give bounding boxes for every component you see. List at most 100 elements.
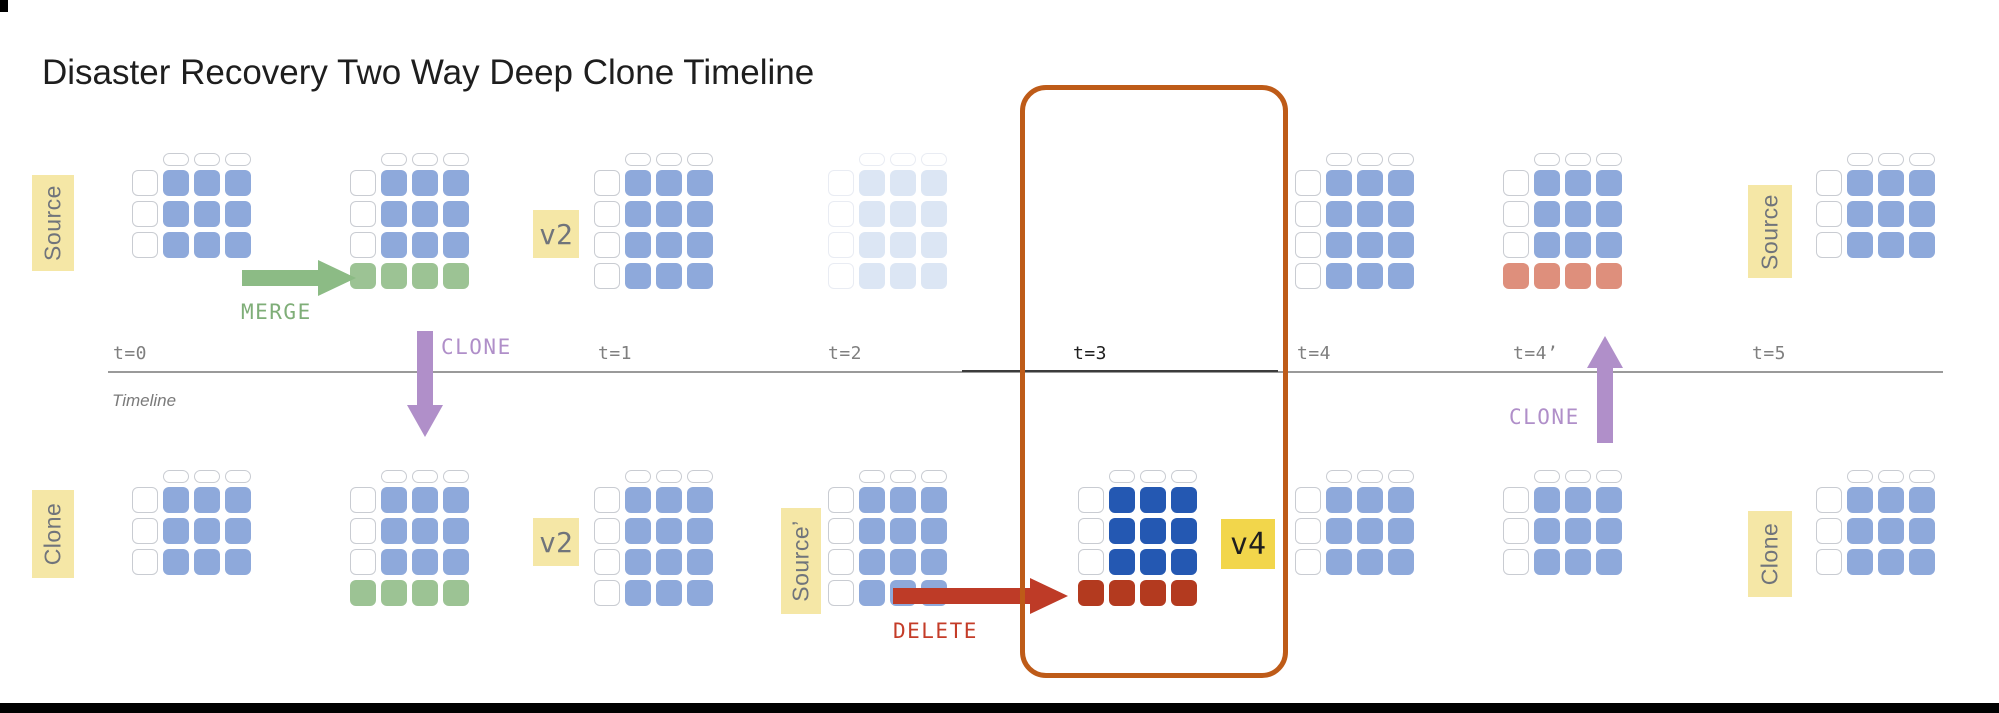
row-key-cell <box>350 201 376 227</box>
data-cell <box>1388 487 1414 513</box>
data-cell <box>381 232 407 258</box>
column-header-cell <box>443 153 469 166</box>
column-header-cell <box>412 470 438 483</box>
data-cell <box>859 232 885 258</box>
row-key-cell <box>828 580 854 606</box>
data-cell <box>687 549 713 575</box>
data-cell <box>1140 518 1166 544</box>
column-header-cell <box>194 470 220 483</box>
data-cell <box>163 549 189 575</box>
data-cell <box>1388 263 1414 289</box>
data-cell <box>656 549 682 575</box>
data-cell <box>381 518 407 544</box>
column-header-cell <box>163 153 189 166</box>
data-cell <box>1171 518 1197 544</box>
row-key-cell <box>132 518 158 544</box>
data-cell <box>1596 232 1622 258</box>
data-cell <box>890 201 916 227</box>
data-cell <box>1109 549 1135 575</box>
clone-table-t5 <box>1816 470 1935 580</box>
row-key-cell <box>1295 518 1321 544</box>
data-cell <box>1326 549 1352 575</box>
data-cell <box>1388 232 1414 258</box>
data-cell <box>1909 549 1935 575</box>
green-row-cell <box>381 263 407 289</box>
data-cell <box>859 201 885 227</box>
row-key-cell <box>594 487 620 513</box>
data-cell <box>412 549 438 575</box>
data-cell <box>1388 518 1414 544</box>
red-row-cell <box>1078 580 1104 606</box>
data-cell <box>1909 232 1935 258</box>
salmon-row-cell <box>1596 263 1622 289</box>
lane-label-source-prime: Source’ <box>781 508 821 614</box>
data-cell <box>625 549 651 575</box>
data-cell <box>225 232 251 258</box>
row-key-cell <box>1295 549 1321 575</box>
row-key-cell <box>1503 518 1529 544</box>
data-cell <box>1596 201 1622 227</box>
data-cell <box>1878 487 1904 513</box>
t3-highlight-box <box>1020 85 1288 678</box>
data-cell <box>687 518 713 544</box>
data-cell <box>1534 170 1560 196</box>
merge-arrow-shaft <box>242 270 318 286</box>
row-key-cell <box>594 201 620 227</box>
data-cell <box>443 518 469 544</box>
clone-table-t2-promoted <box>828 470 947 611</box>
row-key-cell <box>594 580 620 606</box>
column-header-cell <box>225 153 251 166</box>
data-cell <box>194 487 220 513</box>
row-key-cell <box>1503 170 1529 196</box>
data-cell <box>1534 549 1560 575</box>
lane-label-clone-right: Clone <box>1748 511 1792 597</box>
red-row-cell <box>1109 580 1135 606</box>
data-cell <box>625 201 651 227</box>
row-key-cell <box>132 201 158 227</box>
column-header-cell <box>890 153 916 166</box>
data-cell <box>1596 170 1622 196</box>
delete-arrow-shaft <box>893 588 1030 604</box>
data-cell <box>921 170 947 196</box>
slide-title: Disaster Recovery Two Way Deep Clone Tim… <box>42 53 815 93</box>
column-header-cell <box>1140 470 1166 483</box>
column-header-cell <box>1534 470 1560 483</box>
column-header-cell <box>1878 470 1904 483</box>
data-cell <box>1388 170 1414 196</box>
data-cell <box>412 170 438 196</box>
corner-artifact <box>0 0 8 12</box>
data-cell <box>921 201 947 227</box>
column-header-cell <box>687 153 713 166</box>
data-cell <box>1596 549 1622 575</box>
clone-up-arrow-label: CLONE <box>1509 405 1580 429</box>
row-key-cell <box>1295 232 1321 258</box>
data-cell <box>1565 518 1591 544</box>
row-key-cell <box>828 263 854 289</box>
row-key-cell <box>1078 487 1104 513</box>
data-cell <box>687 580 713 606</box>
data-cell <box>1326 170 1352 196</box>
lane-label-source-right-text: Source <box>1756 193 1783 270</box>
data-cell <box>859 549 885 575</box>
column-header-cell <box>194 153 220 166</box>
source-table-t1 <box>594 153 713 294</box>
delete-arrow-label: DELETE <box>893 619 978 643</box>
data-cell <box>412 201 438 227</box>
data-cell <box>921 518 947 544</box>
timeline-tick-t4p: t=4’ <box>1513 343 1559 364</box>
data-cell <box>687 170 713 196</box>
data-cell <box>1357 232 1383 258</box>
row-key-cell <box>132 232 158 258</box>
row-key-cell <box>594 518 620 544</box>
data-cell <box>921 487 947 513</box>
row-key-cell <box>1816 549 1842 575</box>
row-key-cell <box>132 549 158 575</box>
row-key-cell <box>1078 549 1104 575</box>
column-header-cell <box>1909 470 1935 483</box>
column-header-cell <box>656 153 682 166</box>
column-header-cell <box>1326 470 1352 483</box>
column-header-cell <box>381 153 407 166</box>
lane-label-source-prime-text: Source’ <box>787 520 814 602</box>
row-key-cell <box>594 170 620 196</box>
salmon-row-cell <box>1503 263 1529 289</box>
